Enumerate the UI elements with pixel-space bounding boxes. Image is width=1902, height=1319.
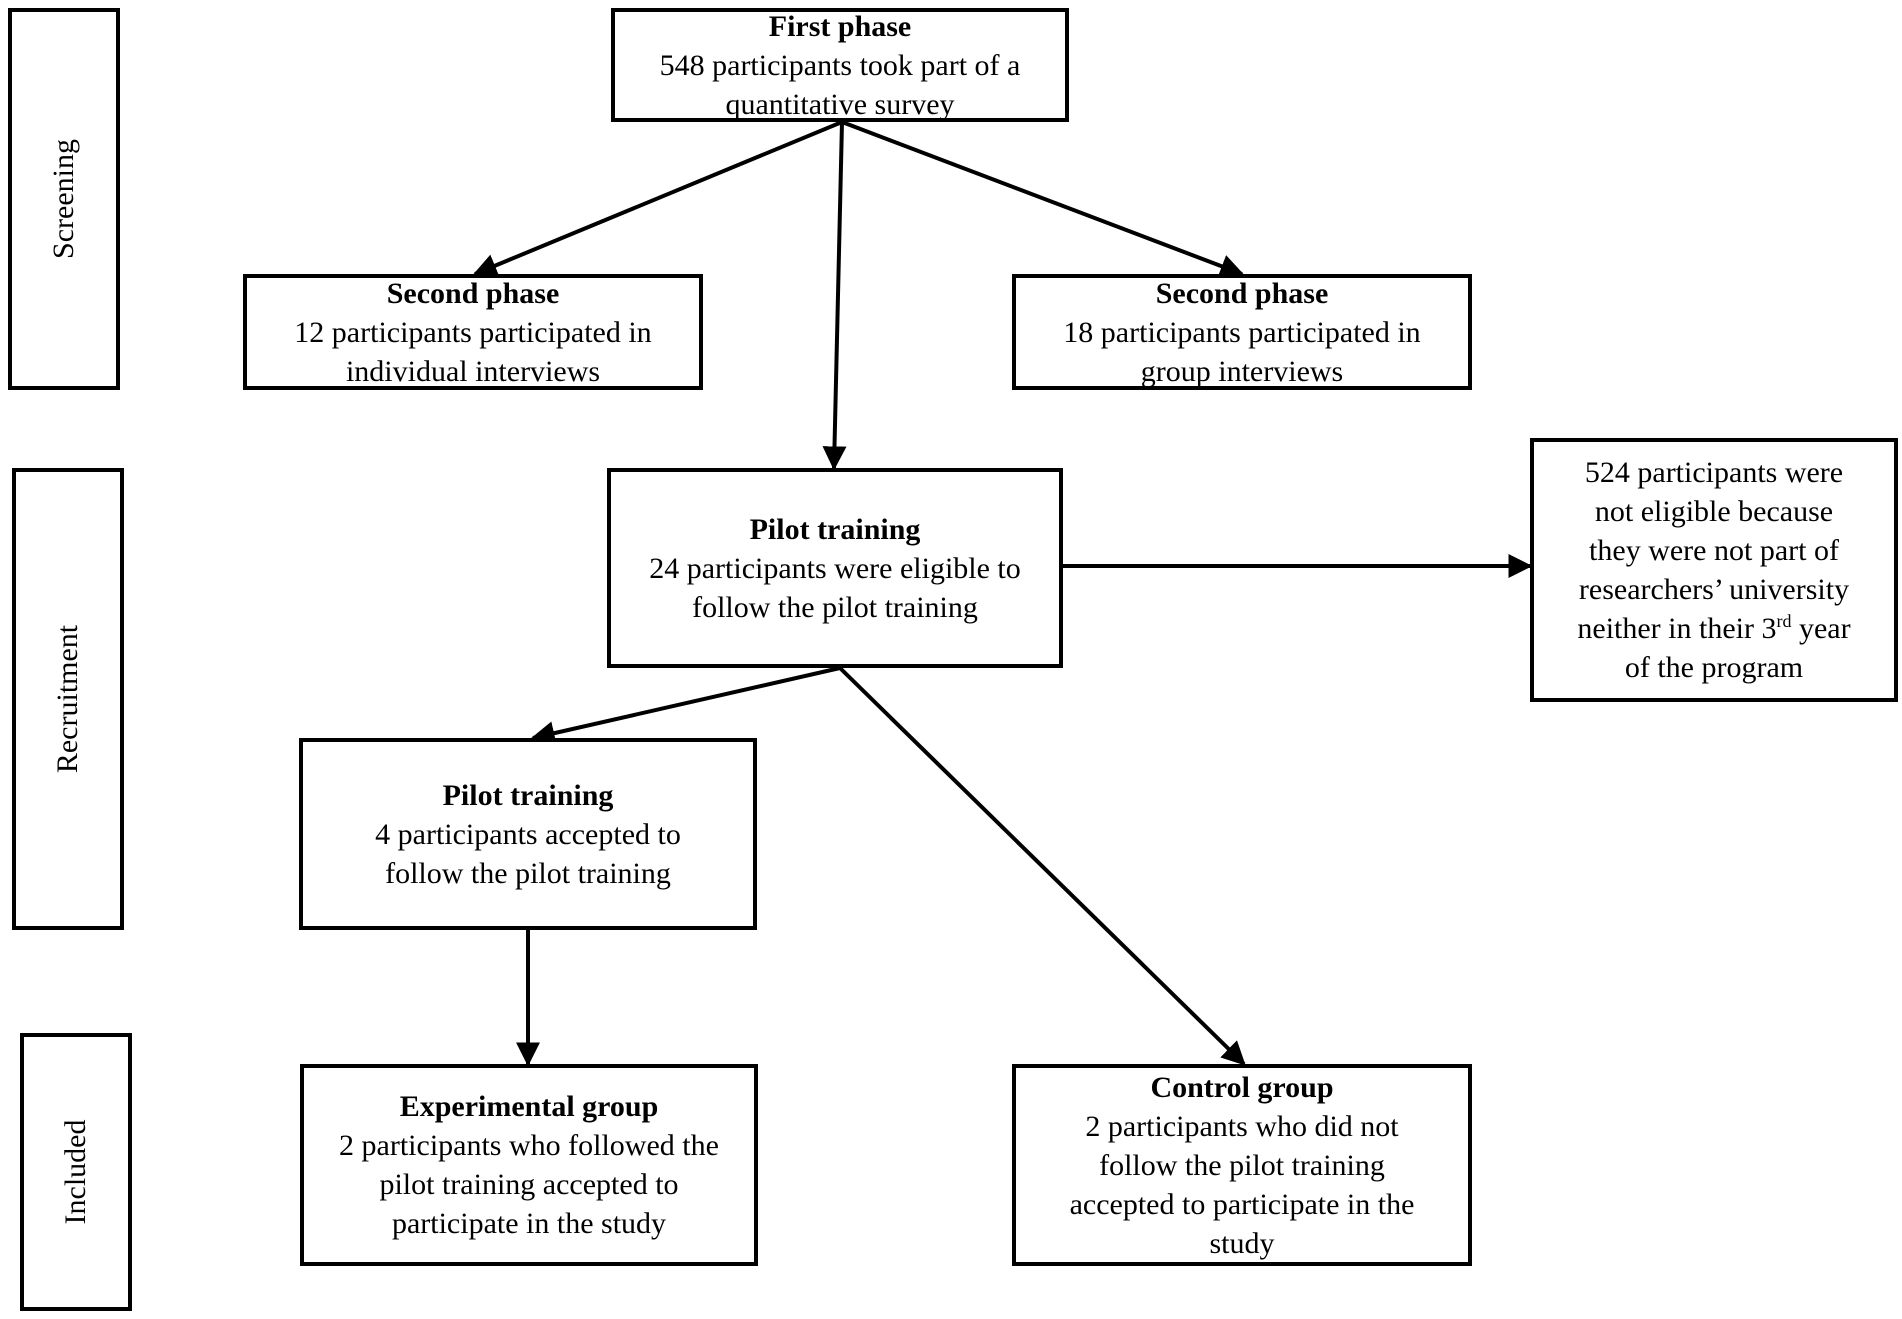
stage-included: Included — [20, 1033, 132, 1311]
box-pilot-training-eligible-line1: 24 participants were eligible to — [649, 551, 1021, 585]
box-control-group-title: Control group — [1150, 1070, 1334, 1104]
box-control-group-line1: 2 participants who did not — [1085, 1109, 1399, 1143]
box-control-group: Control group 2 participants who did not… — [1012, 1064, 1472, 1266]
box-not-eligible-line1: 524 participants were — [1584, 456, 1844, 489]
box-second-phase-group: Second phase 18 participants participate… — [1012, 274, 1472, 390]
box-experimental-group-line1: 2 participants who followed the — [339, 1129, 719, 1162]
box-not-eligible-line5-sup: rd — [1776, 611, 1792, 631]
box-control-group-line3: accepted to participate in the — [1069, 1187, 1415, 1221]
arrow-pilot-to-accepted — [530, 666, 841, 745]
box-second-phase-group-line1: 18 participants participated in — [1063, 315, 1421, 349]
box-not-eligible-line2: not eligible because — [1594, 495, 1834, 528]
box-second-phase-individual-title: Second phase — [386, 276, 560, 310]
box-not-eligible-line5-pre: neither in their 3 — [1577, 612, 1777, 645]
box-second-phase-group-title: Second phase — [1155, 276, 1329, 310]
arrow-pilot-to-control — [838, 666, 1246, 1066]
box-pilot-training-eligible: Pilot training 24 participants were elig… — [607, 468, 1063, 668]
box-not-eligible-line4: researchers’ university — [1578, 573, 1850, 606]
box-second-phase-individual-line1: 12 participants participated in — [294, 315, 652, 349]
box-pilot-training-eligible-line2: follow the pilot training — [692, 590, 978, 624]
box-control-group-line2: follow the pilot training — [1099, 1148, 1385, 1182]
arrow-first-to-group — [841, 120, 1245, 278]
box-first-phase-title: First phase — [768, 9, 912, 43]
arrow-first-to-individual — [472, 120, 843, 277]
box-not-eligible-line5-post: year — [1791, 612, 1851, 645]
box-not-eligible-line5: neither in their 3rd year — [1577, 609, 1850, 648]
box-pilot-training-accepted-line1: 4 participants accepted to — [375, 817, 681, 851]
box-pilot-training-accepted-title: Pilot training — [442, 778, 614, 812]
box-second-phase-group-line2: group interviews — [1140, 354, 1344, 388]
box-first-phase-line2: quantitative survey — [725, 87, 955, 121]
box-first-phase: First phase 548 participants took part o… — [611, 8, 1069, 122]
box-pilot-training-accepted-line2: follow the pilot training — [385, 856, 671, 890]
box-pilot-training-accepted: Pilot training 4 participants accepted t… — [299, 738, 757, 930]
box-not-eligible-line3: they were not part of — [1589, 534, 1839, 567]
box-first-phase-line1: 548 participants took part of a — [659, 48, 1021, 82]
stage-screening: Screening — [8, 8, 120, 390]
box-pilot-training-eligible-title: Pilot training — [749, 512, 921, 546]
box-not-eligible: 524 participants were not eligible becau… — [1530, 438, 1898, 702]
box-second-phase-individual: Second phase 12 participants participate… — [243, 274, 703, 390]
arrow-first-to-pilot — [822, 121, 847, 471]
box-second-phase-individual-line2: individual interviews — [345, 354, 601, 388]
box-experimental-group-line3: participate in the study — [391, 1207, 667, 1240]
box-experimental-group-title: Experimental group — [399, 1090, 659, 1123]
box-not-eligible-line6: of the program — [1624, 651, 1804, 684]
box-control-group-line4: study — [1209, 1226, 1275, 1260]
stage-recruitment: Recruitment — [12, 468, 124, 930]
box-experimental-group: Experimental group 2 participants who fo… — [300, 1064, 758, 1266]
box-experimental-group-line2: pilot training accepted to — [379, 1168, 679, 1201]
